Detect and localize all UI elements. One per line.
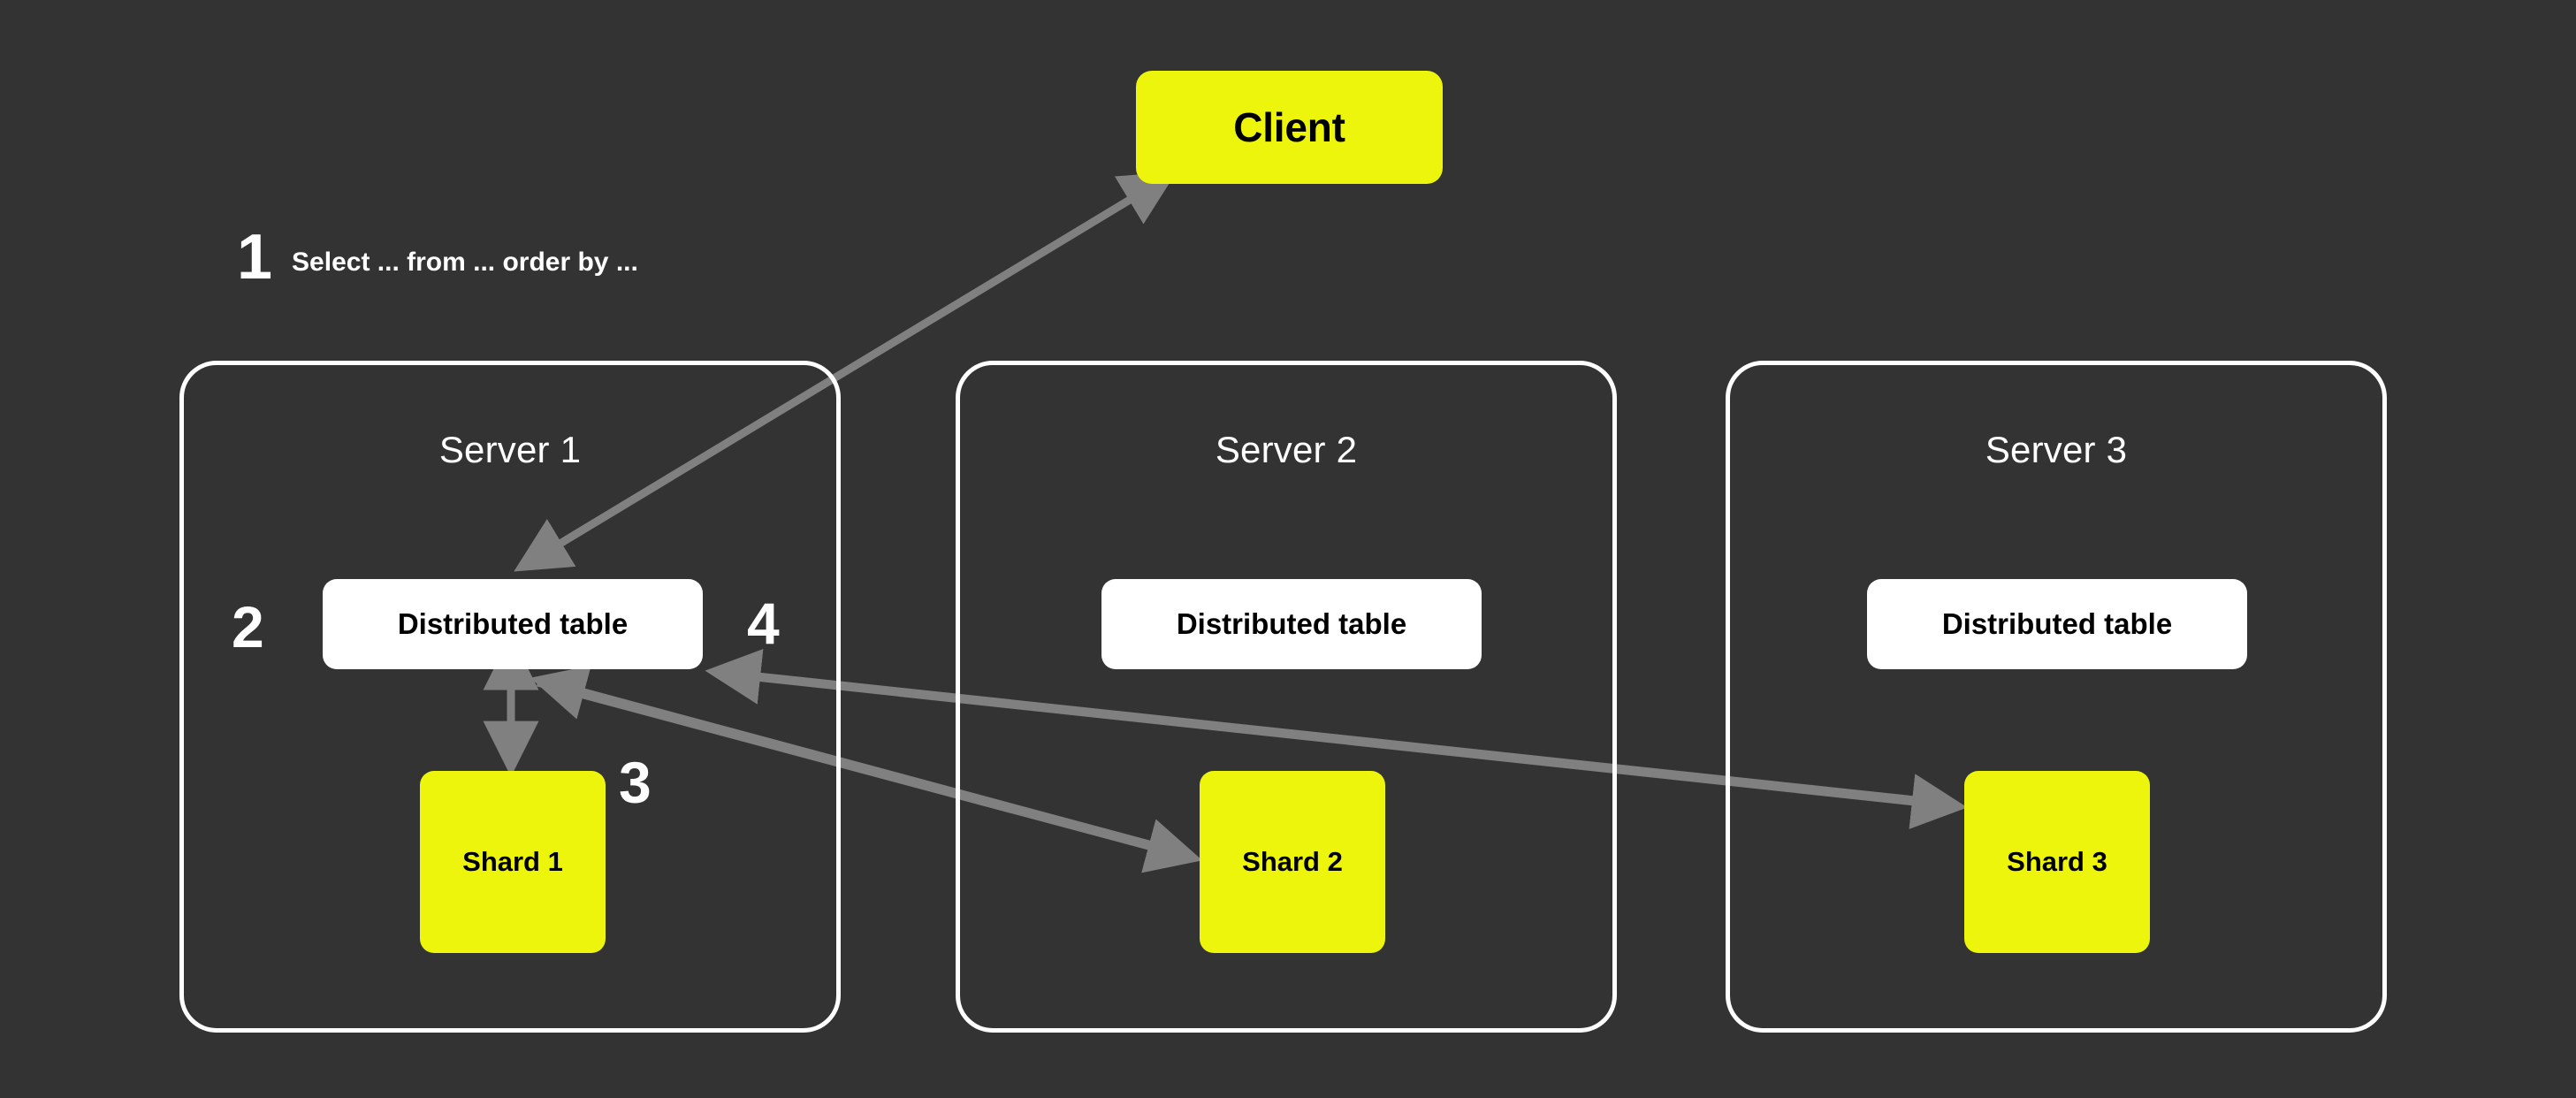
shard-node-1[interactable]: Shard 1: [420, 771, 606, 953]
distributed-table-node-3[interactable]: Distributed table: [1867, 579, 2247, 669]
shard-node-2[interactable]: Shard 2: [1200, 771, 1385, 953]
distributed-table-label-1: Distributed table: [397, 607, 629, 640]
server-title-2: Server 2: [1215, 429, 1358, 470]
shard-label-3: Shard 3: [2007, 846, 2107, 877]
client-label: Client: [1233, 104, 1345, 150]
distributed-table-node-2[interactable]: Distributed table: [1101, 579, 1482, 669]
step-number-3: 3: [619, 750, 652, 815]
server-title-3: Server 3: [1985, 429, 2128, 470]
step-1-query-text: Select ... from ... order by ...: [292, 248, 638, 277]
shard-node-3[interactable]: Shard 3: [1964, 771, 2150, 953]
step-1-annotation: 1 Select ... from ... order by ...: [237, 225, 638, 289]
step-number-1: 1: [237, 222, 273, 293]
step-number-4: 4: [747, 591, 780, 656]
client-node[interactable]: Client: [1136, 71, 1443, 184]
step-number-2: 2: [232, 594, 264, 660]
distributed-table-node-1[interactable]: Distributed table: [323, 579, 703, 669]
distributed-table-label-2: Distributed table: [1176, 607, 1407, 640]
distributed-table-label-3: Distributed table: [1941, 607, 2173, 640]
server-title-1: Server 1: [438, 429, 582, 470]
shard-label-1: Shard 1: [462, 846, 563, 877]
shard-label-2: Shard 2: [1242, 846, 1343, 877]
